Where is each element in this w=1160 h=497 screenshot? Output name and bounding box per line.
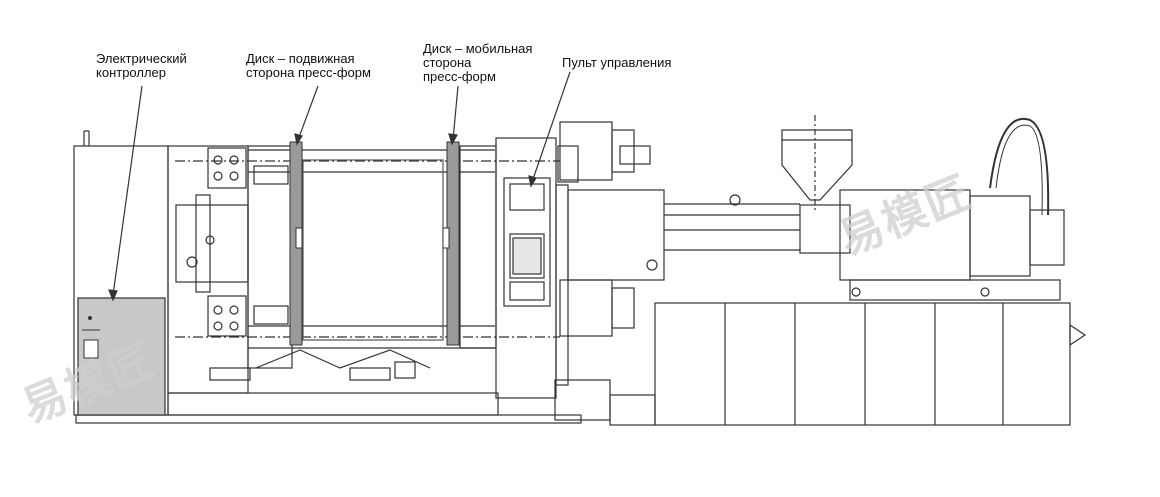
- label-electric-controller: Электрический контроллер: [96, 51, 187, 80]
- injection-cylinder: [567, 189, 665, 281]
- clamp-base: [167, 392, 499, 416]
- label-moving-platen: Диск – подвижная сторона пресс-форм: [246, 51, 371, 80]
- controller-display: [83, 339, 99, 359]
- fixed-platen-body: [459, 145, 497, 349]
- label-control-panel: Пульт управления: [562, 55, 672, 70]
- control-panel: [503, 177, 551, 307]
- moving-platen-body: [247, 145, 293, 369]
- hopper: [781, 129, 853, 201]
- base-frame: [75, 414, 582, 424]
- injection-base: [654, 302, 1071, 426]
- label-mobile-platen: Диск – мобильная сторона пресс-форм: [423, 41, 533, 84]
